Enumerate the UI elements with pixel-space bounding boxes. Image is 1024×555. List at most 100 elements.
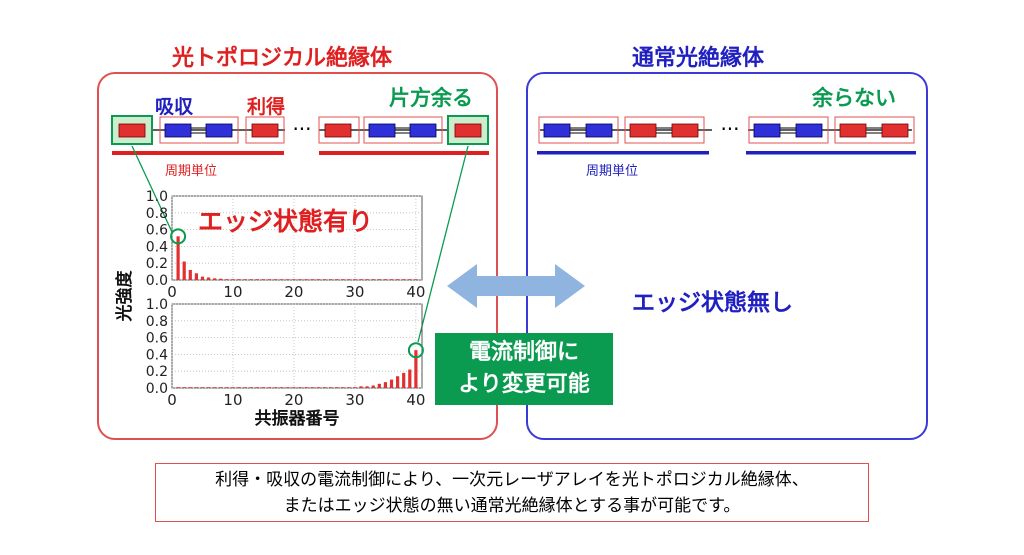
data-bar [200,387,205,388]
right-period-bar [537,151,709,155]
left-chain-ellipsis: ··· [292,117,311,141]
caption-box: 利得・吸収の電流制御により、一次元レーザアレイを光トポロジカル絶縁体、 またはエ… [155,463,869,522]
data-bar [194,273,198,280]
data-bar [347,387,351,388]
data-bar [347,279,351,280]
x-tick-label: 20 [284,283,303,301]
data-bar [328,279,333,280]
data-bar [371,385,375,388]
data-bar [389,279,394,280]
data-bar [243,279,247,280]
data-bar [322,387,327,388]
right-period-bar [746,151,916,155]
y-tick-label: 1.0 [146,297,168,313]
absorption-resonator [164,123,192,138]
double-arrow-icon [447,264,585,308]
x-axis-label: 共振器番号 [255,408,340,429]
data-bar [280,279,284,280]
edge-remainder-label: 片方余る [389,86,473,110]
data-bar [267,387,272,388]
absorption-label: 吸収 [155,96,194,118]
y-tick-label: 0.4 [146,347,168,363]
right-period-label: 周期単位 [586,164,639,179]
x-tick-label: 30 [345,391,364,409]
y-tick-label: 1.0 [146,189,168,205]
data-bar [200,276,205,280]
data-bar [286,279,290,280]
right-resonator-chain [537,116,916,155]
data-bar [414,350,418,388]
y-tick-label: 0.8 [146,314,168,330]
data-bar [371,279,375,280]
data-bar [249,279,253,280]
data-bar [341,279,345,280]
y-tick-label: 0.6 [146,331,168,347]
left-resonator-chain [111,115,489,155]
absorption-resonator [409,123,437,138]
data-bar [408,369,412,388]
y-tick-label: 0.8 [146,206,168,222]
data-bar [182,261,186,280]
data-bar [249,387,253,388]
absorption-resonator [368,123,396,138]
data-bar [219,387,223,388]
edge-state-marker [170,228,187,245]
data-bar [231,387,235,388]
y-tick-label: 0.2 [146,364,168,380]
x-tick-label: 0 [167,391,177,409]
data-bar [408,279,412,280]
data-bar [365,386,369,388]
left-panel-title: 光トポロジカル絶縁体 [172,46,393,71]
x-tick-label: 0 [167,283,177,301]
x-tick-label: 30 [345,283,364,301]
gain-resonator [324,123,352,138]
control-box-line2: より変更可能 [458,372,590,397]
data-bar [414,279,418,280]
data-bar [188,269,192,280]
data-bar [188,387,192,388]
data-bar [267,279,272,280]
edge-pointer-line [417,145,469,343]
data-bar [310,387,314,388]
caption-line2: またはエッジ状態の無い通常光絶縁体とする事が可能です。 [283,496,741,516]
data-bar [383,279,388,280]
data-bar [292,387,296,388]
data-bar [182,387,186,388]
data-bar [255,387,259,388]
data-bar [206,387,211,388]
caption-line1: 利得・吸収の電流制御により、一次元レーザアレイを光トポロジカル絶縁体、 [215,470,809,490]
data-bar [225,279,229,280]
data-bar [237,279,241,280]
y-tick-label: 0.6 [146,223,168,239]
data-bar [377,383,381,388]
data-bar [213,387,217,388]
current-control-box: 電流制御に より変更可能 [435,333,613,405]
data-bar [243,387,247,388]
x-tick-label: 10 [223,391,242,409]
data-bar [176,387,180,388]
data-bar [359,279,363,280]
gain-resonator [251,123,279,138]
right-edge-state-label: エッジ状態無し [632,290,793,316]
data-bar [359,386,363,388]
y-tick-label: 0.0 [146,381,168,397]
data-bar [286,387,290,388]
data-bar [292,279,296,280]
data-bar [231,279,235,280]
data-bar [280,387,284,388]
data-bar [274,387,278,388]
data-bar [341,387,345,388]
left-panel [97,72,498,440]
data-bar [261,387,266,388]
data-bar [206,277,211,280]
data-bar [402,279,406,280]
data-bar [335,279,339,280]
data-bar [219,278,223,280]
data-bar [255,279,259,280]
data-bar [353,279,357,280]
edge-state-marker [407,342,424,359]
data-bar [316,387,320,388]
data-bar [298,387,302,388]
